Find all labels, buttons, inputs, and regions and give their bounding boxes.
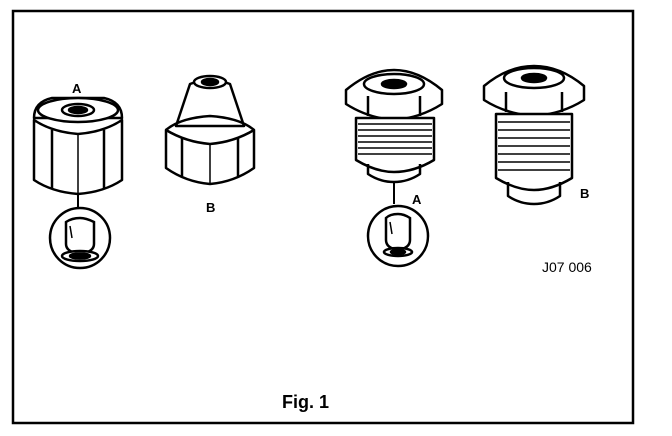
label-a-right: A <box>412 192 422 207</box>
threaded-plug-b <box>482 64 586 206</box>
figure-caption: Fig. 1 <box>282 392 329 412</box>
threaded-union-a <box>344 68 444 184</box>
figure-border <box>11 9 635 425</box>
label-b-right: B <box>580 186 589 201</box>
label-b-left: B <box>206 200 215 215</box>
flare-nut-a <box>32 96 124 196</box>
figure-code: J07 006 <box>542 259 592 275</box>
flare-seat-detail-a <box>48 206 112 270</box>
tapered-nut-b <box>164 74 256 186</box>
flare-seat-detail-a-right <box>366 204 430 268</box>
label-a-left: A <box>72 81 82 96</box>
